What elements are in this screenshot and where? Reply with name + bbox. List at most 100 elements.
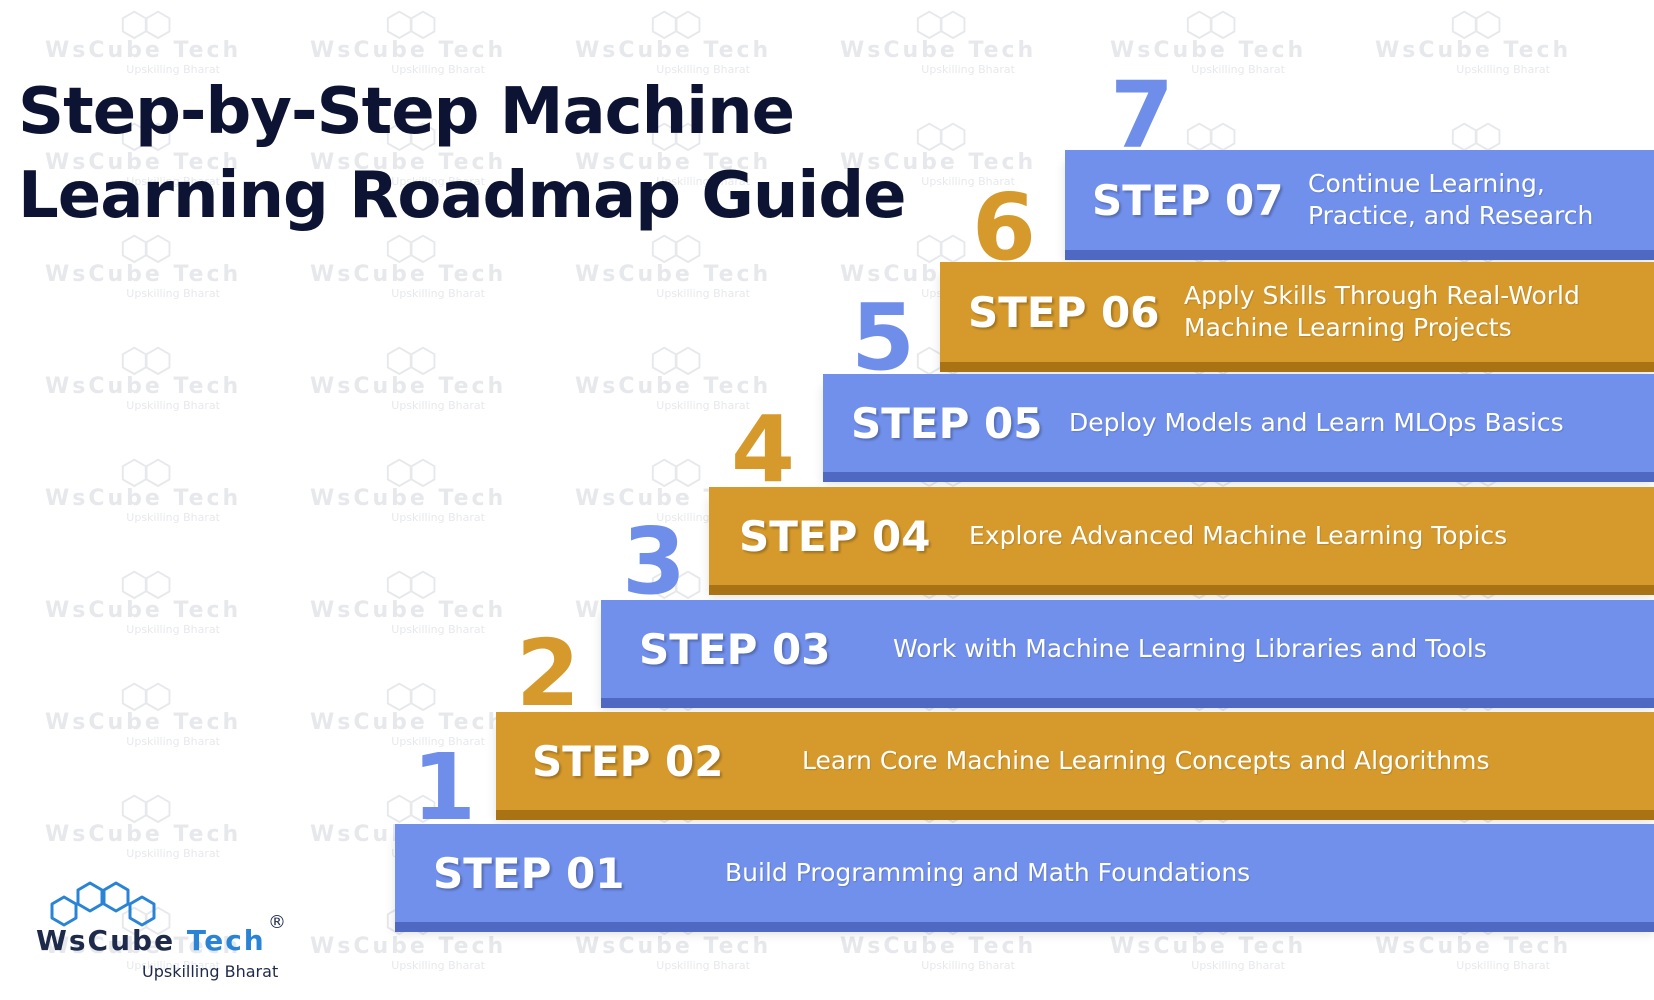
step-number-6: 6 <box>972 174 1037 281</box>
step-number-2: 2 <box>516 620 581 727</box>
step-05: STEP 05 Deploy Models and Learn MLOps Ba… <box>823 374 1654 472</box>
title-line-2: Learning Roadmap Guide <box>18 159 907 233</box>
step-label: STEP 01 <box>433 848 625 898</box>
watermark-hexagon-icon: ⬡⬡ <box>1449 5 1502 45</box>
watermark-tagline: Upskilling Bharat <box>1456 63 1550 76</box>
watermark-tagline: Upskilling Bharat <box>656 287 750 300</box>
watermark-hexagon-icon: ⬡⬡ <box>119 565 172 605</box>
watermark-brand: WsCube Tech <box>310 38 507 63</box>
watermark-hexagon-icon: ⬡⬡ <box>384 453 437 493</box>
watermark-tagline: Upskilling Bharat <box>656 959 750 972</box>
step-description-line: Deploy Models and Learn MLOps Basics <box>1069 408 1564 437</box>
step-number-1: 1 <box>412 734 477 841</box>
step-description: Continue Learning, Practice, and Researc… <box>1308 168 1593 232</box>
watermark-tagline: Upskilling Bharat <box>656 175 750 188</box>
watermark-brand: WsCube Tech <box>310 486 507 511</box>
watermark-brand: WsCube Tech <box>1110 934 1307 959</box>
watermark-tagline: Upskilling Bharat <box>391 287 485 300</box>
watermark-brand: WsCube Tech <box>575 934 772 959</box>
watermark-tagline: Upskilling Bharat <box>656 63 750 76</box>
watermark-tagline: Upskilling Bharat <box>391 399 485 412</box>
step-description: Explore Advanced Machine Learning Topics <box>969 520 1507 552</box>
logo-brand: WsCube Tech <box>36 924 266 957</box>
watermark-brand: WsCube Tech <box>1110 38 1307 63</box>
watermark-brand: WsCube Tech <box>45 374 242 399</box>
step-01: STEP 01 Build Programming and Math Found… <box>395 824 1654 922</box>
watermark-hexagon-icon: ⬡⬡ <box>119 117 172 157</box>
step-number-4: 4 <box>731 396 796 503</box>
watermark-tagline: Upskilling Bharat <box>126 287 220 300</box>
step-description-line: Machine Learning Projects <box>1184 313 1512 342</box>
watermark-tagline: Upskilling Bharat <box>126 847 220 860</box>
wscube-tech-logo: WsCube Tech ® Upskilling Bharat <box>34 874 294 984</box>
watermark-brand: WsCube Tech <box>45 822 242 847</box>
watermark-hexagon-icon: ⬡⬡ <box>384 117 437 157</box>
watermark-brand: WsCube Tech <box>45 262 242 287</box>
step-06: STEP 06 Apply Skills Through Real-World … <box>940 262 1654 362</box>
watermark-brand: WsCube Tech <box>840 150 1037 175</box>
step-07: STEP 07 Continue Learning, Practice, and… <box>1065 150 1654 250</box>
step-label: STEP 04 <box>739 511 931 561</box>
watermark-brand: WsCube Tech <box>45 934 242 959</box>
watermark-tagline: Upskilling Bharat <box>1191 959 1285 972</box>
watermark-brand: WsCube Tech <box>45 150 242 175</box>
step-description: Build Programming and Math Foundations <box>725 857 1250 889</box>
watermark-tagline: Upskilling Bharat <box>921 959 1015 972</box>
watermark-brand: WsCube Tech <box>45 38 242 63</box>
watermark-hexagon-icon: ⬡⬡ <box>1184 5 1237 45</box>
watermark-hexagon-icon: ⬡⬡ <box>1184 117 1237 157</box>
watermark-tagline: Upskilling Bharat <box>126 623 220 636</box>
watermark-hexagon-icon: ⬡⬡ <box>119 229 172 269</box>
step-description-line: Explore Advanced Machine Learning Topics <box>969 521 1508 550</box>
watermark-hexagon-icon: ⬡⬡ <box>384 5 437 45</box>
watermark-brand: WsCube Tech <box>310 934 507 959</box>
watermark-hexagon-icon: ⬡⬡ <box>384 677 437 717</box>
watermark-brand: WsCube Tech <box>575 374 772 399</box>
watermark-tagline: Upskilling Bharat <box>126 735 220 748</box>
step-description: Learn Core Machine Learning Concepts and… <box>802 745 1490 777</box>
watermark-tagline: Upskilling Bharat <box>391 175 485 188</box>
watermark-brand: WsCube Tech <box>575 262 772 287</box>
watermark-tagline: Upskilling Bharat <box>1456 959 1550 972</box>
watermark-brand: WsCube Tech <box>840 38 1037 63</box>
watermark-hexagon-icon: ⬡⬡ <box>384 341 437 381</box>
watermark-hexagon-icon: ⬡⬡ <box>119 5 172 45</box>
watermark-tagline: Upskilling Bharat <box>391 959 485 972</box>
watermark-hexagon-icon: ⬡⬡ <box>384 789 437 829</box>
logo-tagline: Upskilling Bharat <box>142 962 279 981</box>
step-number-3: 3 <box>622 508 687 615</box>
watermark-tagline: Upskilling Bharat <box>391 63 485 76</box>
step-number-7: 7 <box>1110 62 1175 169</box>
step-description-line: Apply Skills Through Real-World <box>1184 281 1580 310</box>
watermark-hexagon-icon: ⬡⬡ <box>384 229 437 269</box>
watermark-brand: WsCube Tech <box>1375 934 1572 959</box>
watermark-tagline: Upskilling Bharat <box>391 735 485 748</box>
step-label: STEP 02 <box>532 736 724 786</box>
watermark-brand: WsCube Tech <box>840 934 1037 959</box>
watermark-brand: WsCube Tech <box>310 598 507 623</box>
watermark-hexagon-icon: ⬡⬡ <box>914 229 967 269</box>
watermark-hexagon-icon: ⬡⬡ <box>384 565 437 605</box>
step-description-line: Build Programming and Math Foundations <box>725 858 1251 887</box>
watermark-hexagon-icon: ⬡⬡ <box>119 677 172 717</box>
logo-brand-part2: Tech <box>186 924 266 957</box>
watermark-brand: WsCube Tech <box>310 262 507 287</box>
registered-mark: ® <box>268 912 286 933</box>
step-02: STEP 02 Learn Core Machine Learning Conc… <box>496 712 1654 810</box>
